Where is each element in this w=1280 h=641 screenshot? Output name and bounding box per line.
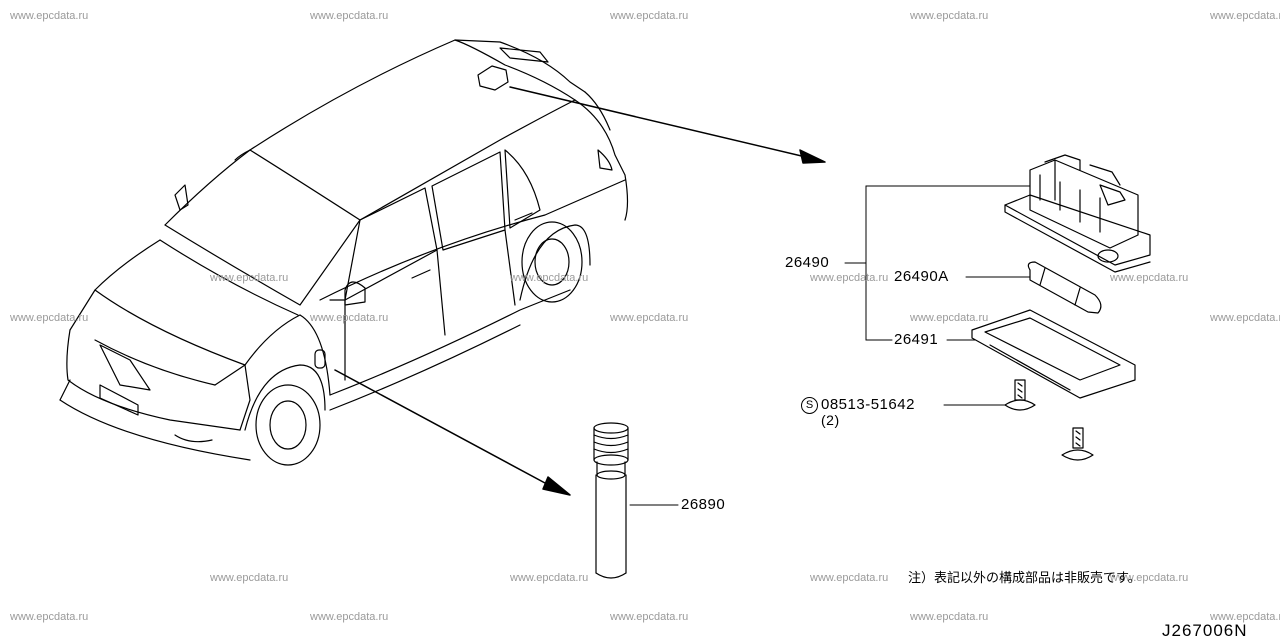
watermark: www.epcdata.ru [910,312,989,324]
watermark: www.epcdata.ru [1210,312,1280,324]
watermark: www.epcdata.ru [510,572,589,584]
watermark: www.epcdata.ru [10,312,89,324]
map-lamp-assembly [971,154,1151,461]
watermark: www.epcdata.ru [610,10,689,22]
standard-part-symbol: S [801,397,818,414]
watermark: www.epcdata.ru [310,10,389,22]
part-number-lens: 26491 [894,331,939,348]
diagram-code: J267006N [1162,621,1248,640]
screw-quantity: (2) [821,412,840,428]
watermark: www.epcdata.ru [1110,272,1189,284]
watermark: www.epcdata.ru [310,312,389,324]
part-number-screw: 08513-51642 [821,396,915,413]
watermark: www.epcdata.ru [1210,10,1280,22]
part-number-bulb: 26490A [894,268,949,285]
part-number-assembly: 26490 [785,254,830,271]
watermark: www.epcdata.ru [1110,572,1189,584]
vehicle-illustration [59,39,629,466]
watermark: www.epcdata.ru [10,611,89,623]
watermark: www.epcdata.ru [10,10,89,22]
leader-arrows [334,86,826,496]
watermark: www.epcdata.ru [210,272,289,284]
watermark: www.epcdata.ru [510,272,589,284]
note-text: 注）表記以外の構成部品は非販売です。 [908,571,1141,586]
watermark: www.epcdata.ru [610,611,689,623]
watermark: www.epcdata.ru [310,611,389,623]
watermark: www.epcdata.ru [1210,611,1280,623]
watermark: www.epcdata.ru [810,572,889,584]
watermark: www.epcdata.ru [810,272,889,284]
watermark: www.epcdata.ru [910,10,989,22]
part-number-lamp: 26890 [681,496,726,513]
side-lamp [593,422,629,579]
watermark: www.epcdata.ru [210,572,289,584]
watermark: www.epcdata.ru [610,312,689,324]
callout-lines [629,185,1031,506]
watermark: www.epcdata.ru [910,611,989,623]
